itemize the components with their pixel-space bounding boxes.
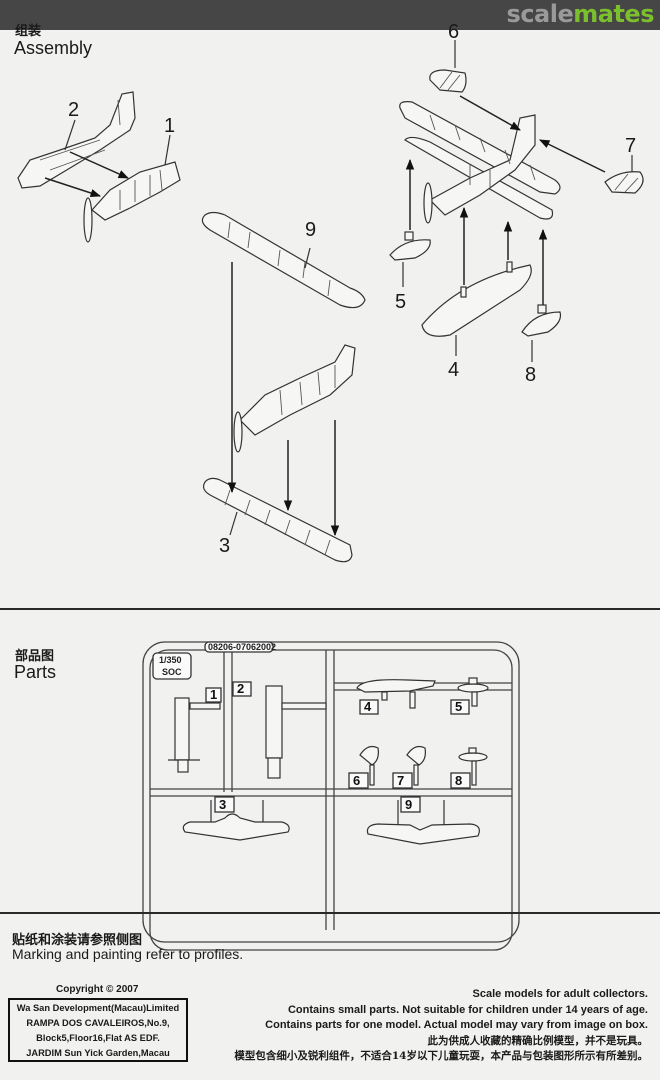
sprue-part-5: 5 xyxy=(450,677,489,715)
warning-line: 此为供成人收藏的精确比例模型，并不是玩具。 xyxy=(427,1034,649,1047)
upper-wing-part-9 xyxy=(201,211,366,309)
assembly-label-7: 7 xyxy=(625,135,636,157)
svg-text:2: 2 xyxy=(237,681,244,696)
assembly-label-9: 9 xyxy=(305,219,316,241)
company-address-box: Wa San Development(Macau)Limited RAMPA D… xyxy=(8,998,188,1062)
svg-text:1/350: 1/350 xyxy=(159,655,182,665)
wing-float-part-5 xyxy=(389,231,431,261)
sprue-part-2: 2 xyxy=(232,681,327,779)
svg-text:SOC: SOC xyxy=(162,667,182,677)
sprue-part-4: 4 xyxy=(356,679,436,715)
main-float-part-4 xyxy=(421,261,532,337)
svg-text:6: 6 xyxy=(353,773,360,788)
fuselage-half-part-1 xyxy=(83,161,181,243)
tailplane-part-6 xyxy=(429,69,467,93)
assembly-label-4: 4 xyxy=(448,359,459,381)
sprue-code-tag: 08206-07062002 xyxy=(204,641,276,653)
parts-title-en: Parts xyxy=(14,662,57,682)
section-divider-2 xyxy=(0,912,660,914)
scalemates-logo[interactable]: scalemates xyxy=(506,0,655,28)
assembly-label-5: 5 xyxy=(395,291,406,313)
svg-text:08206-07062002: 08206-07062002 xyxy=(208,642,276,652)
site-header-bar: scalemates xyxy=(0,0,660,30)
assembly-label-8: 8 xyxy=(525,364,536,386)
svg-text:4: 4 xyxy=(364,699,372,714)
svg-text:7: 7 xyxy=(397,773,404,788)
wing-float-part-8 xyxy=(521,304,562,337)
sprue-part-1: 1 xyxy=(168,687,222,773)
assembly-title-en: Assembly xyxy=(14,38,93,58)
assembly-title-zh: 组装 xyxy=(15,24,42,39)
warning-line: Contains parts for one model. Actual mod… xyxy=(265,1019,648,1031)
marking-title-zh: 贴纸和涂装请参照侧图 xyxy=(12,933,143,948)
marking-title-en: Marking and painting refer to profiles. xyxy=(12,946,244,962)
assembly-label-3: 3 xyxy=(219,535,230,557)
lower-wing-part-3 xyxy=(202,477,353,563)
sprue-part-6: 6 xyxy=(348,745,379,789)
sprue-part-7: 7 xyxy=(392,745,426,789)
assembly-label-6: 6 xyxy=(448,21,459,43)
address-line: Wa San Development(Macau)Limited xyxy=(16,1003,180,1013)
warning-line: Contains small parts. Not suitable for c… xyxy=(287,1003,648,1016)
scale-tag: 1/350 SOC xyxy=(152,652,192,680)
warning-line: 模型包含细小及锐利组件，不适合14岁以下儿童玩耍，本产品与包装图形所示有所差别。 xyxy=(234,1050,648,1062)
sprue-part-3: 3 xyxy=(182,796,290,841)
svg-text:9: 9 xyxy=(405,797,412,812)
svg-text:5: 5 xyxy=(455,699,462,714)
fuselage-assembled xyxy=(233,344,356,453)
assembly-label-1: 1 xyxy=(164,115,175,137)
safety-warnings: Scale models for adult collectors. Conta… xyxy=(234,987,648,1065)
section-divider xyxy=(0,608,660,610)
address-line: RAMPA DOS CAVALEIROS,No.9, xyxy=(26,1018,170,1028)
address-line: JARDIM Sun Yick Garden,Macau xyxy=(26,1048,170,1058)
copyright-text: Copyright © 2007 xyxy=(56,984,139,995)
svg-text:8: 8 xyxy=(455,773,462,788)
sprue-part-9: 9 xyxy=(366,796,480,845)
sprue-part-8: 8 xyxy=(450,747,488,789)
warning-line: Scale models for adult collectors. xyxy=(472,988,648,1000)
sprue-diagram: 08206-07062002 1/350 SOC 1 2 4 5 xyxy=(142,641,520,951)
parts-title-zh: 部品图 xyxy=(15,649,55,664)
svg-text:3: 3 xyxy=(219,797,226,812)
assembly-diagram: 2 1 9 3 6 7 xyxy=(17,21,644,563)
address-line: Block5,Floor16,Flat AS EDF. xyxy=(36,1033,160,1043)
svg-text:1: 1 xyxy=(210,687,217,702)
assembly-label-2: 2 xyxy=(68,99,79,121)
biplane-assembled xyxy=(399,101,561,224)
tailplane-part-7 xyxy=(604,171,644,194)
